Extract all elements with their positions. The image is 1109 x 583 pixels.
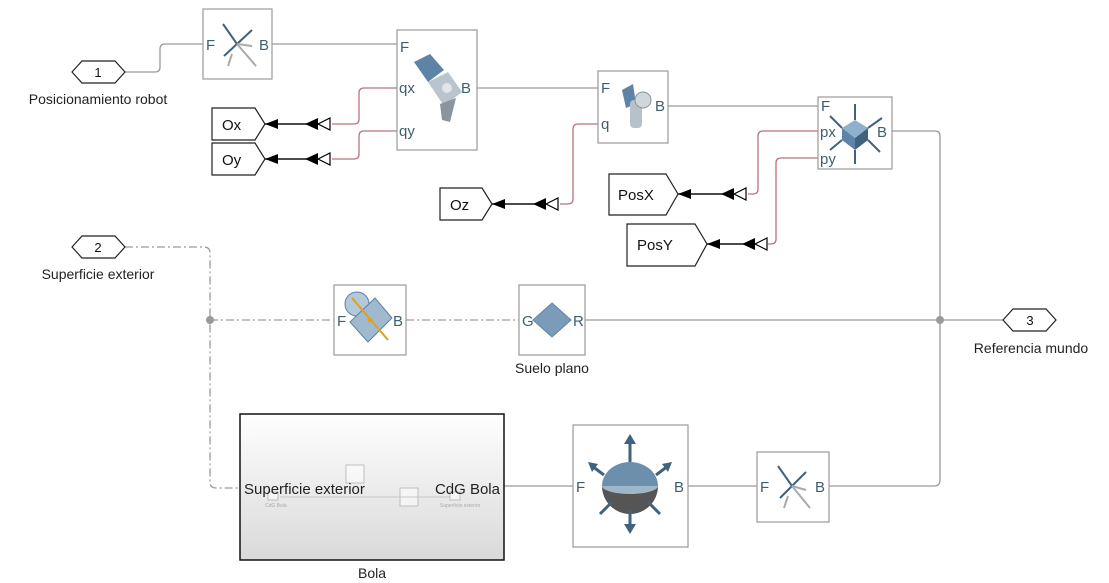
port-f: F <box>601 80 610 97</box>
port-f: F <box>760 479 769 496</box>
port-f: F <box>821 98 830 115</box>
port-b: B <box>877 124 887 141</box>
goto-oy-label: Oy <box>222 152 242 169</box>
wire-inport1-transform1 <box>125 43 203 73</box>
port-b: B <box>674 479 684 496</box>
goto-oz[interactable]: Oz <box>439 187 493 221</box>
sig-qx <box>332 87 397 125</box>
frame-axes-icon <box>222 23 257 67</box>
inport-1-number: 1 <box>94 65 101 80</box>
port-py: py <box>820 151 836 168</box>
sig-py <box>768 157 818 245</box>
subsystem-inner-right: Superficie exterior <box>440 503 481 509</box>
contact-force-icon <box>344 291 393 343</box>
converter-ox[interactable] <box>265 117 331 131</box>
port-r: R <box>573 313 584 330</box>
port-qx: qx <box>399 80 415 97</box>
port-q: q <box>601 116 609 133</box>
goto-posx[interactable]: PosX <box>608 173 679 216</box>
port-f: F <box>400 39 409 56</box>
frame-axes-icon <box>777 465 811 509</box>
inport-1-label: Posicionamiento robot <box>29 91 168 107</box>
outport-3-number: 3 <box>1026 313 1033 328</box>
goto-posx-label: PosX <box>618 187 654 204</box>
goto-ox[interactable]: Ox <box>211 107 266 141</box>
port-f: F <box>206 37 215 54</box>
six-dof-joint[interactable]: F B <box>572 424 689 548</box>
wire-inport2-surface <box>125 246 240 489</box>
gimbal-joint-icon <box>414 54 462 122</box>
subsystem-bola[interactable]: CdG Bola Superficie exterior Superficie … <box>239 413 505 561</box>
port-b: B <box>461 80 471 97</box>
port-b: B <box>393 313 403 330</box>
port-f: F <box>337 313 346 330</box>
junction-surface <box>206 316 214 324</box>
converter-posx[interactable] <box>678 187 747 201</box>
converter-oy[interactable] <box>265 152 331 166</box>
port-b: B <box>655 98 665 115</box>
converter-posy[interactable] <box>707 237 768 251</box>
inport-1[interactable]: 1 <box>71 60 126 84</box>
port-f: F <box>576 479 585 496</box>
port-g: G <box>522 313 534 330</box>
spatial-contact-force[interactable]: F B <box>333 284 407 356</box>
revolute-joint-icon <box>622 84 652 128</box>
plane-label: Suelo plano <box>515 360 589 376</box>
converter-oz[interactable] <box>492 197 559 211</box>
goto-oz-label: Oz <box>450 197 469 214</box>
revolute-joint[interactable]: F B q <box>597 70 669 144</box>
sig-px <box>748 130 818 195</box>
port-qy: qy <box>399 123 415 140</box>
subsystem-port-in: Superficie exterior <box>244 481 365 498</box>
subsystem-label: Bola <box>358 565 386 581</box>
rigid-transform-2[interactable]: F B <box>756 451 830 523</box>
outport-3[interactable]: 3 <box>1002 308 1057 332</box>
subsystem-port-out: CdG Bola <box>435 481 501 498</box>
subsystem-inner-left: CdG Bola <box>265 503 287 509</box>
inport-2-label: Superficie exterior <box>42 266 155 282</box>
rectangular-joint-icon <box>829 104 883 164</box>
ps-converter-arrows <box>265 117 768 251</box>
port-b: B <box>259 37 269 54</box>
junction-world <box>936 316 944 324</box>
goto-posy-label: PosY <box>637 237 673 254</box>
connections <box>125 43 1003 489</box>
goto-oy[interactable]: Oy <box>211 142 266 176</box>
port-b: B <box>815 479 825 496</box>
rectangular-joint[interactable]: F B px py <box>817 96 893 170</box>
plane-icon <box>532 302 572 338</box>
gimbal-joint[interactable]: F B qx qy <box>396 29 478 151</box>
port-px: px <box>820 124 836 141</box>
goto-posy[interactable]: PosY <box>626 223 708 267</box>
outport-3-label: Referencia mundo <box>974 340 1089 356</box>
sig-qy <box>332 130 397 160</box>
goto-ox-label: Ox <box>222 117 242 134</box>
plane-block[interactable]: G R <box>518 284 586 356</box>
sig-q <box>560 123 598 205</box>
rigid-transform-1[interactable]: F B <box>202 8 273 80</box>
six-dof-icon <box>588 434 672 534</box>
wire-rectjoint-world <box>892 130 941 320</box>
inport-2-number: 2 <box>94 240 101 255</box>
inport-2[interactable]: 2 <box>71 235 126 259</box>
wire-world-transform2 <box>829 320 941 487</box>
subsystem-preview: CdG Bola Superficie exterior <box>265 464 481 509</box>
